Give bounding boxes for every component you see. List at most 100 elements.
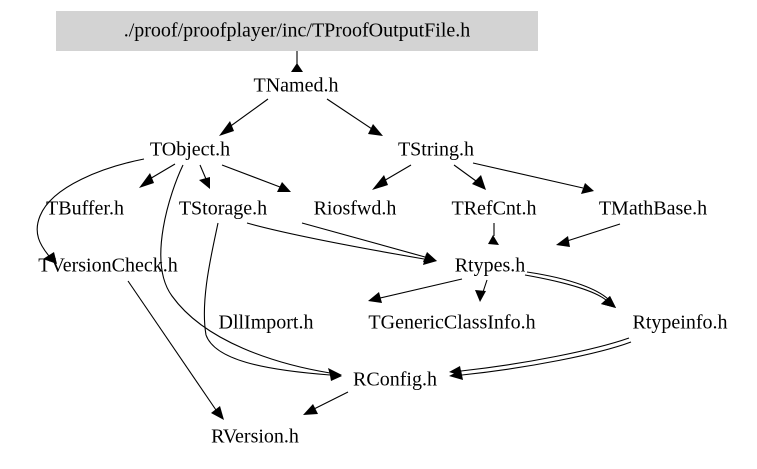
graph-node-riosfwd[interactable]: Riosfwd.h	[314, 198, 397, 220]
arrowhead-icon	[449, 370, 463, 380]
arrowhead-icon	[329, 370, 342, 381]
edge-TObject-to-TStorage	[199, 164, 210, 189]
edge-line	[472, 162, 584, 189]
node-label: TVersionCheck.h	[38, 255, 177, 277]
edge-line	[127, 280, 217, 411]
graph-node-tstring[interactable]: TString.h	[398, 139, 474, 161]
graph-node-tmathbase[interactable]: TMathBase.h	[599, 198, 707, 220]
edge-line	[313, 391, 349, 410]
node-label: Riosfwd.h	[314, 198, 397, 220]
edge-line	[160, 164, 331, 374]
edge-line	[526, 271, 609, 300]
edge-Rtypeinfo-to-RConfig	[449, 341, 632, 380]
edge-line	[326, 98, 373, 130]
root-node-background	[56, 11, 538, 51]
edge-TString-to-TRefCnt	[453, 164, 486, 190]
arrowhead-icon	[291, 63, 303, 72]
edge-TStorage-to-RConfig	[203, 222, 342, 381]
graph-node-tversioncheck[interactable]: TVersionCheck.h	[38, 255, 177, 277]
edge-line	[482, 279, 488, 293]
edge-TString-to-TMathBase	[472, 162, 594, 194]
edge-line	[460, 337, 630, 372]
arrowhead-icon	[368, 292, 382, 303]
graph-node-rconfig[interactable]: RConfig.h	[353, 369, 437, 391]
graph-node-rversion[interactable]: RVersion.h	[211, 426, 299, 448]
node-label: RConfig.h	[353, 369, 437, 391]
graph-node-tnamed[interactable]: TNamed.h	[254, 75, 339, 97]
arrowhead-icon	[423, 254, 437, 265]
arrowhead-icon	[303, 404, 318, 415]
arrowhead-icon	[475, 290, 486, 302]
edge-TMathBase-to-Rtypes	[556, 223, 621, 247]
arrowhead-icon	[556, 236, 570, 247]
node-label: ./proof/proofplayer/inc/TProofOutputFile…	[124, 20, 471, 42]
edge-line	[453, 164, 477, 182]
edge-Rtypeinfo-to-RConfig	[449, 337, 630, 376]
node-label: TGenericClassInfo.h	[368, 312, 535, 334]
graph-node-rtypeinfo[interactable]: Rtypeinfo.h	[633, 312, 728, 334]
edge-TStorage-to-Rtypes	[246, 222, 437, 265]
graph-node-dllimport[interactable]: DllImport.h	[219, 312, 314, 334]
graph-node-tbuffer[interactable]: TBuffer.h	[46, 198, 124, 220]
nodes-layer: ./proof/proofplayer/inc/TProofOutputFile…	[38, 11, 728, 448]
edge-line	[461, 341, 632, 376]
arrowhead-icon	[277, 182, 291, 192]
edge-line	[227, 98, 269, 129]
edge-line	[381, 164, 412, 183]
arrowhead-icon	[488, 235, 499, 245]
edge-Rtypes-to-Rtypeinfo	[526, 271, 616, 308]
edge-line	[147, 163, 176, 181]
edge-line	[203, 222, 331, 376]
arrowhead-icon	[139, 173, 154, 188]
node-label: TString.h	[398, 139, 474, 161]
edge-TObject-to-Riosfwd	[221, 164, 291, 192]
edge-line	[524, 274, 607, 301]
node-label: TObject.h	[150, 139, 230, 161]
arrowhead-icon	[219, 121, 234, 136]
node-label: TStorage.h	[179, 198, 267, 220]
node-label: TRefCnt.h	[452, 198, 537, 220]
graph-node-root[interactable]: ./proof/proofplayer/inc/TProofOutputFile…	[56, 11, 538, 51]
graph-node-tobject[interactable]: TObject.h	[150, 139, 230, 161]
edge-TNamed-to-TString	[326, 98, 383, 136]
arrowhead-icon	[368, 124, 383, 136]
arrowhead-icon	[199, 177, 210, 189]
arrowhead-icon	[372, 175, 388, 190]
edge-Rtypes-to-DllImport	[368, 278, 463, 303]
edge-line	[566, 223, 621, 242]
edge-TObject-to-TBuffer	[139, 163, 176, 188]
edge-Rtypes-to-TGenericClassInfo	[475, 279, 488, 302]
edge-TString-to-Riosfwd	[372, 164, 412, 190]
node-label: TBuffer.h	[46, 198, 124, 220]
edge-line	[221, 164, 281, 188]
edge-line	[36, 158, 145, 257]
edge-TVersionCheck-to-RVersion	[127, 280, 224, 420]
edge-RConfig-to-RVersion	[303, 391, 349, 415]
edge-line	[379, 278, 463, 299]
node-label: Rtypeinfo.h	[633, 312, 728, 334]
edge-root-to-TNamed	[291, 51, 303, 72]
graph-node-rtypes[interactable]: Rtypes.h	[455, 255, 526, 277]
edges-layer	[36, 51, 632, 420]
arrowhead-icon	[43, 252, 57, 264]
arrowhead-icon	[472, 175, 486, 190]
graph-node-tstorage[interactable]: TStorage.h	[179, 198, 267, 220]
graph-node-trefcnt[interactable]: TRefCnt.h	[452, 198, 537, 220]
edge-line	[199, 164, 207, 180]
edge-line	[301, 222, 426, 258]
arrowhead-icon	[211, 406, 224, 420]
arrowhead-icon	[601, 296, 616, 308]
node-label: TNamed.h	[254, 75, 339, 97]
arrowhead-icon	[581, 183, 594, 194]
node-label: TMathBase.h	[599, 198, 707, 220]
node-label: DllImport.h	[219, 312, 314, 334]
edge-TObject-to-TVersionCheck	[36, 158, 145, 264]
node-label: RVersion.h	[211, 426, 299, 448]
graph-node-tgenericclassinfo[interactable]: TGenericClassInfo.h	[368, 312, 535, 334]
edge-TRefCnt-to-Rtypes	[488, 223, 499, 245]
edge-line	[246, 222, 425, 260]
edge-TNamed-to-TObject	[219, 98, 269, 136]
node-label: Rtypes.h	[455, 255, 526, 277]
